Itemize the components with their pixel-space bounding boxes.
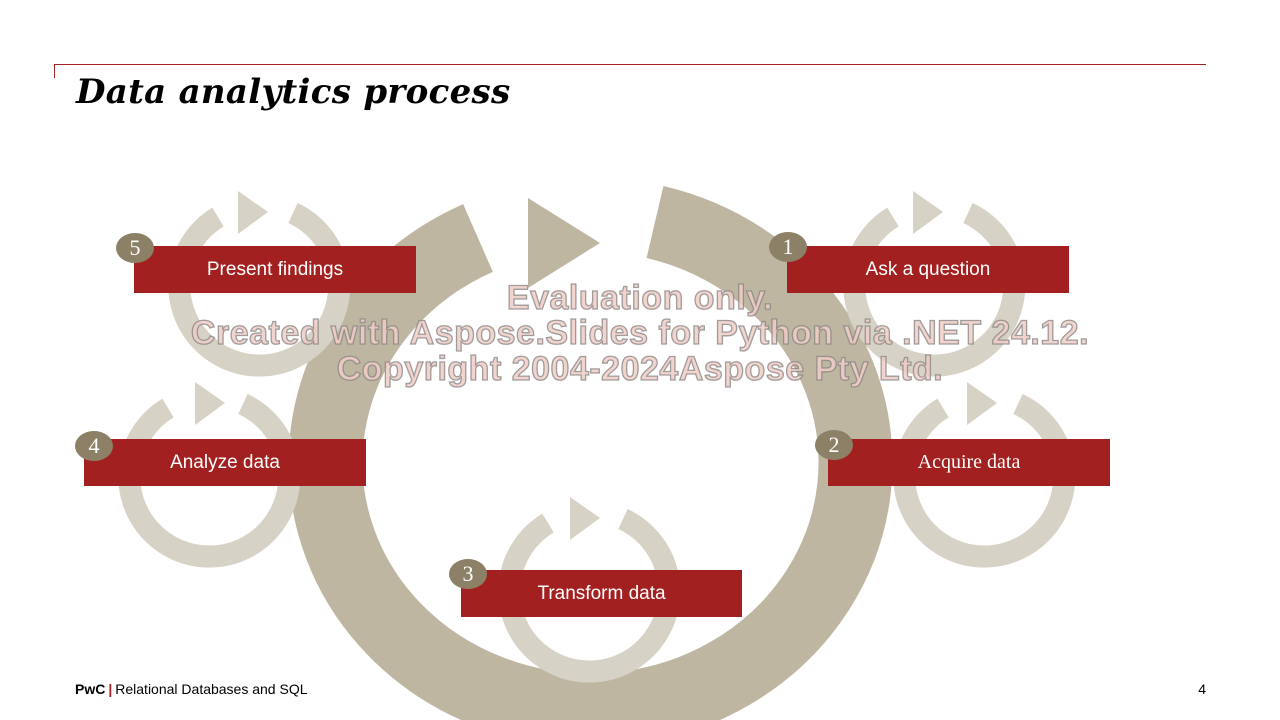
step-label: Acquire data xyxy=(917,451,1021,473)
step-box-acquire-data: Acquire data xyxy=(828,439,1110,486)
title-rule xyxy=(54,64,1206,65)
step-number-badge: 2 xyxy=(815,430,853,460)
watermark-line: Evaluation only. xyxy=(506,278,774,317)
step-number-badge: 5 xyxy=(116,233,154,263)
page-number: 4 xyxy=(1198,681,1206,697)
footer-brand: PwC xyxy=(75,681,106,697)
step-label: Transform data xyxy=(537,582,666,604)
step-box-transform-data: Transform data xyxy=(461,570,742,617)
slide-title: Data analytics process xyxy=(76,72,511,112)
step-label: Ask a question xyxy=(865,258,991,280)
step-number-badge: 4 xyxy=(75,431,113,461)
title-rule-tick xyxy=(54,64,55,78)
step-number-badge: 1 xyxy=(769,232,807,262)
footer: PwC|Relational Databases and SQL xyxy=(75,681,308,697)
watermark-line: Created with Aspose.Slides for Python vi… xyxy=(190,313,1090,352)
footer-separator: | xyxy=(108,681,113,697)
main-cycle-arrow xyxy=(288,186,893,720)
step-box-analyze-data: Analyze data xyxy=(84,439,366,486)
step-number-badge: 3 xyxy=(449,559,487,589)
footer-text: Relational Databases and SQL xyxy=(115,681,308,697)
step-label: Analyze data xyxy=(170,451,280,473)
watermark-line: Copyright 2004-2024Aspose Pty Ltd. xyxy=(336,349,944,388)
step-label: Present findings xyxy=(206,258,344,280)
step-box-ask-question: Ask a question xyxy=(787,246,1069,293)
step-box-present-findings: Present findings xyxy=(134,246,416,293)
